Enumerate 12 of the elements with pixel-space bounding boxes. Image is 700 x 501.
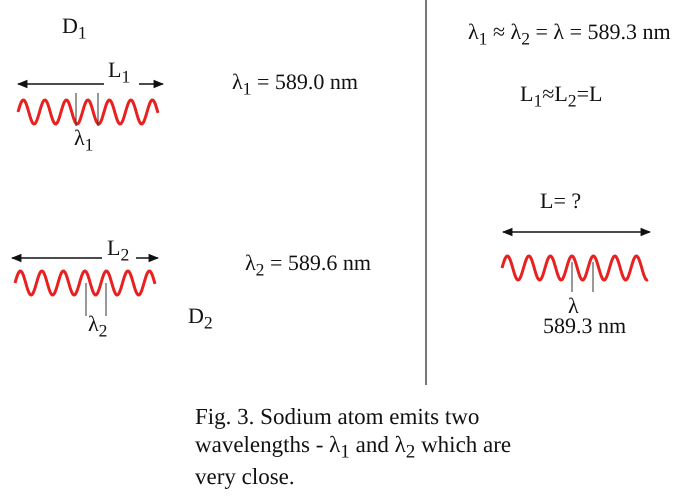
equation-text: L$_{1}$≈L$_{2}$=L — [520, 82, 602, 111]
length-label: L= ? — [540, 189, 582, 214]
equation-text: λ$_{2}$ = 589.6 nm — [245, 251, 371, 280]
wavelength-label: λ$_{1}$ — [74, 126, 94, 155]
source-label: D$_{2}$ — [188, 304, 213, 333]
equation-text: λ$_{1}$ ≈ λ$_{2}$ = λ = 589.3 nm — [468, 20, 671, 49]
figure-caption: Fig. 3. Sodium atom emits two wavelengths - λ$_{1}$ and λ$_{2}$ which are very close. — [195, 403, 512, 491]
length-label: L$_{1}$ — [108, 58, 130, 87]
length-label: L$_{2}$ — [107, 236, 130, 265]
equation-text: λ$_{1}$ = 589.0 nm — [232, 70, 358, 99]
source-label: D$_{1}$ — [62, 14, 87, 43]
wavelength-label: λ$_{2}$ — [88, 312, 108, 341]
